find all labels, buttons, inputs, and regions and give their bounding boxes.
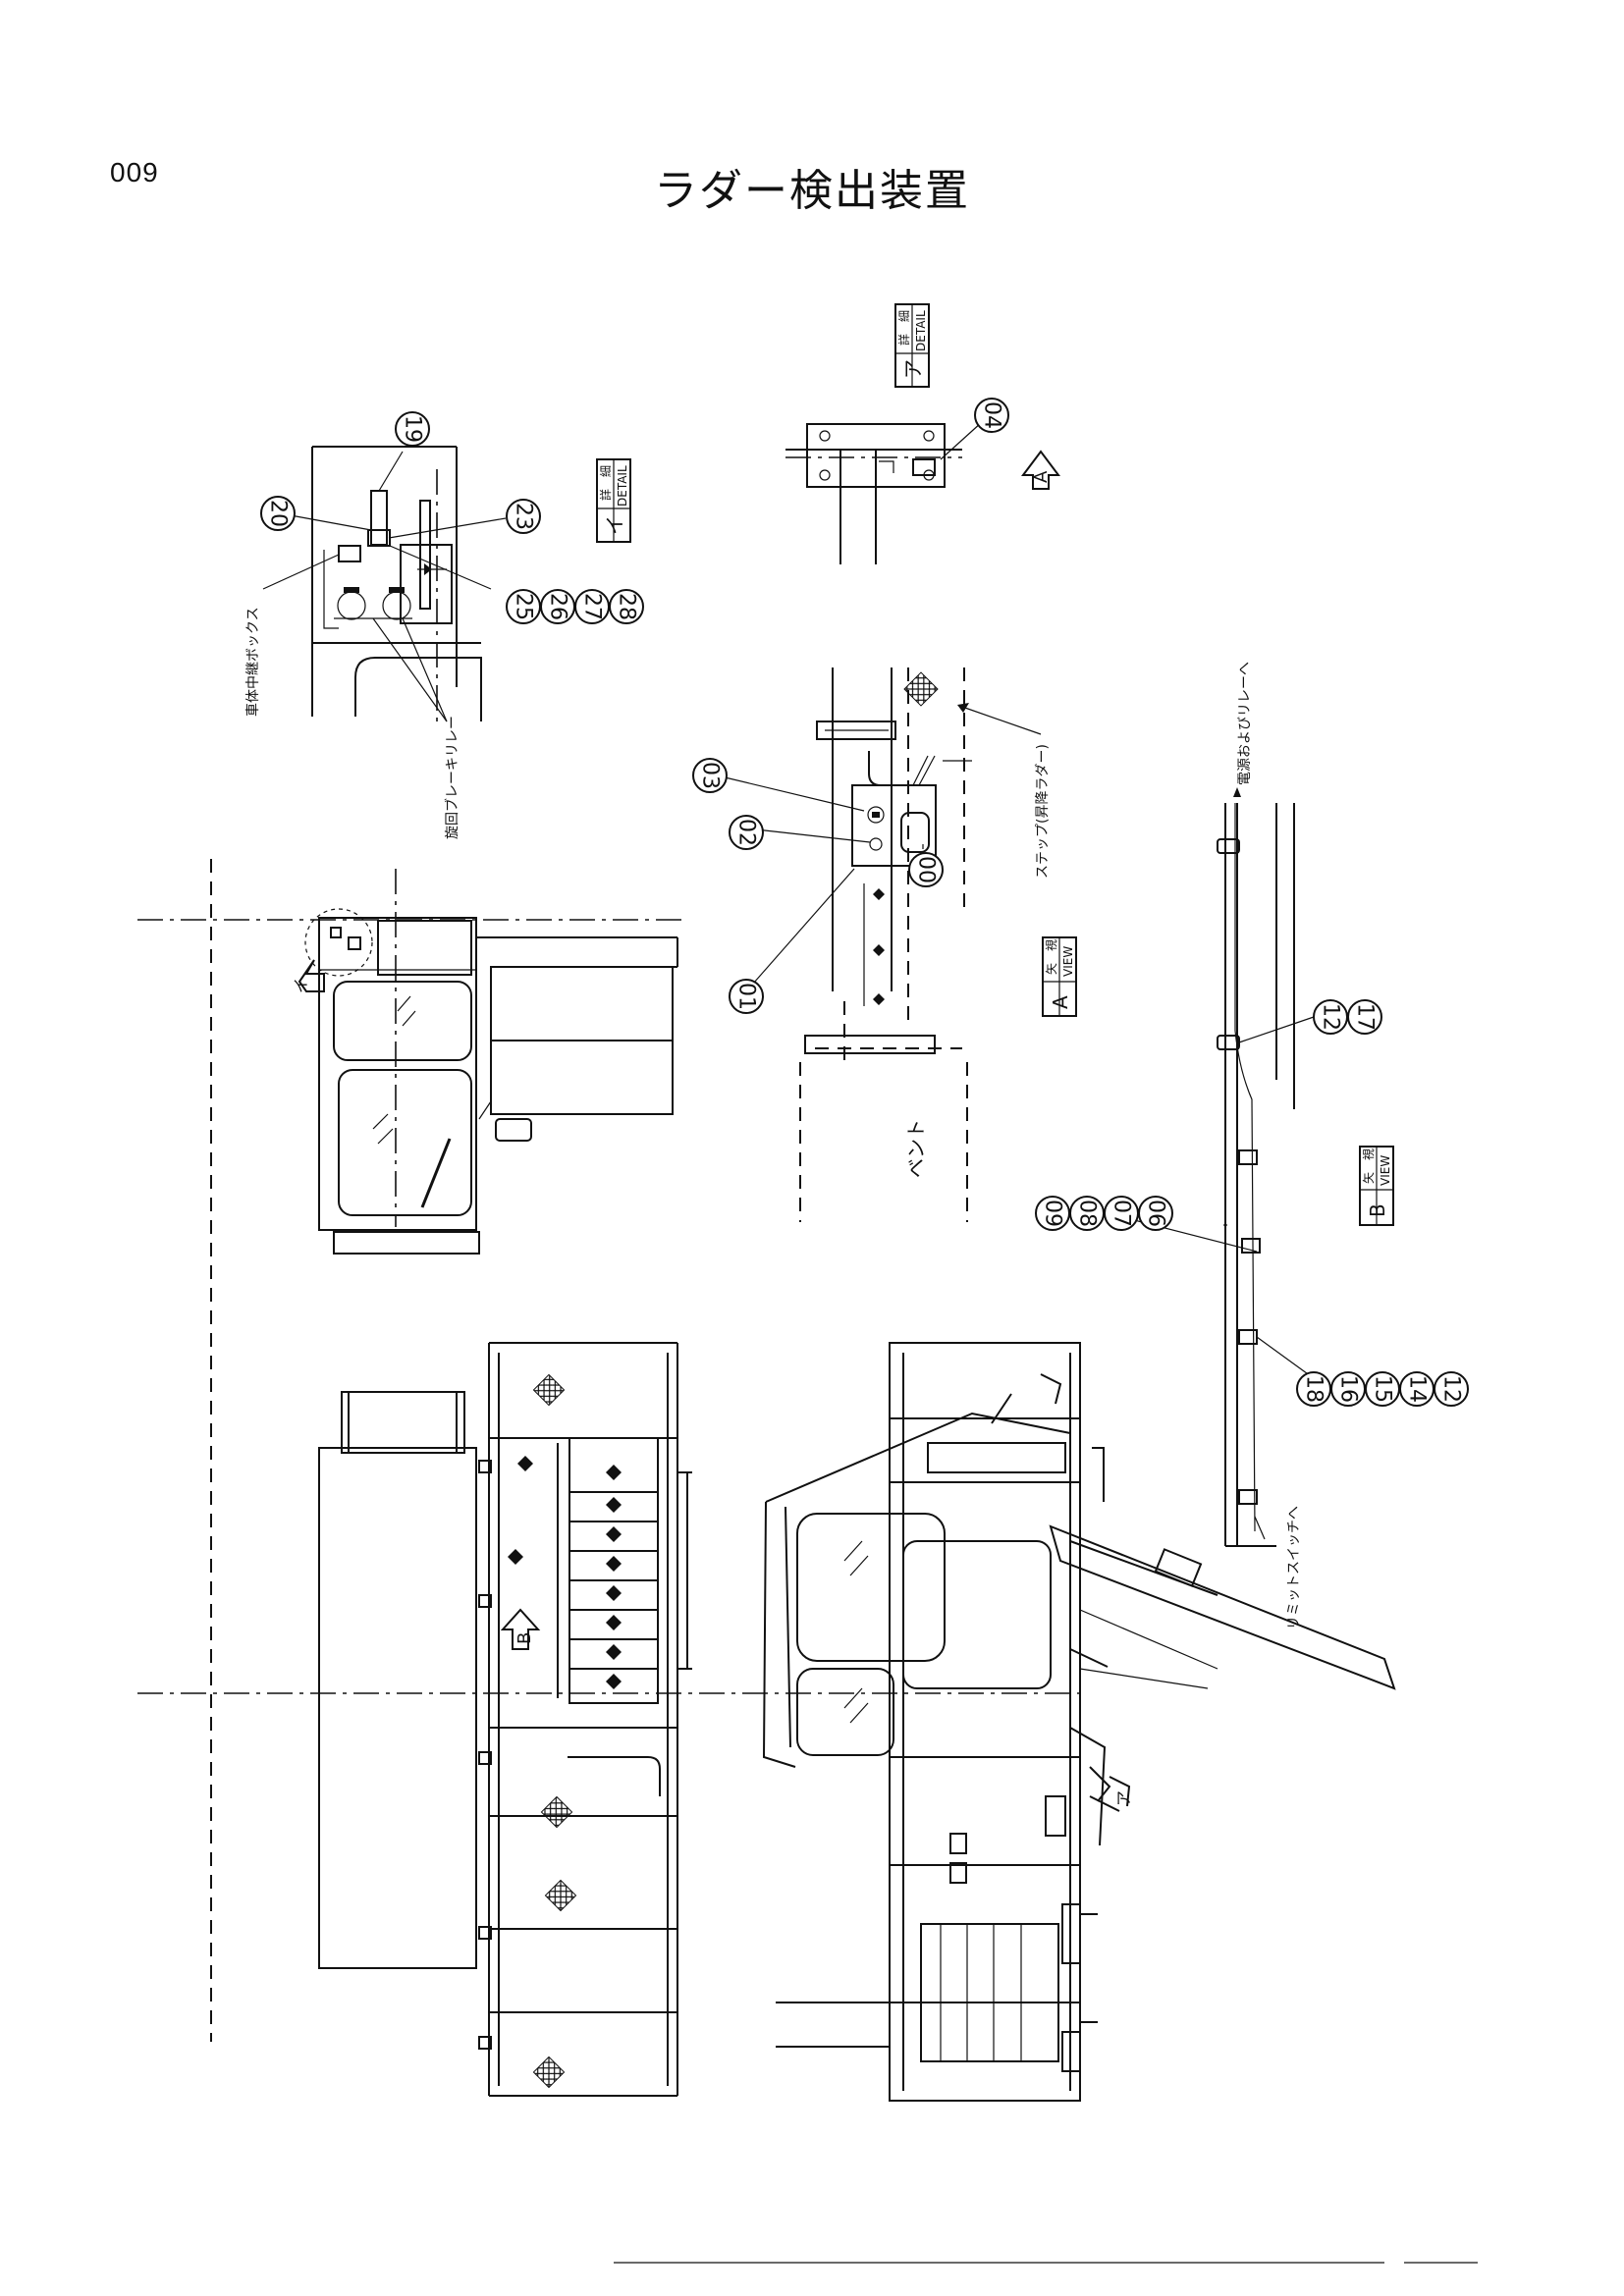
callout-14: 14 [1399, 1371, 1435, 1407]
callout-00: 00 [908, 852, 944, 887]
page-title: ラダー検出装置 [654, 166, 970, 216]
callout-26: 26 [540, 589, 575, 624]
svg-text:09: 09 [1041, 1200, 1065, 1227]
page-number: 009 [110, 157, 159, 187]
view-a-leaders [716, 774, 924, 992]
callout-06: 06 [1138, 1196, 1173, 1231]
svg-text:06: 06 [1144, 1200, 1168, 1227]
svg-text:23: 23 [512, 503, 536, 530]
svg-text:VIEW: VIEW [1379, 1155, 1392, 1186]
view-b-leaders [1107, 1016, 1315, 1377]
callout-15: 15 [1365, 1371, 1400, 1407]
junction-box-label: 車体中継ボックス [244, 607, 261, 717]
svg-text:DETAIL: DETAIL [914, 310, 928, 351]
callout-04: 04 [974, 398, 1009, 433]
svg-text:ステップ(昇降ラダー): ステップ(昇降ラダー) [1035, 744, 1051, 879]
svg-text:14: 14 [1405, 1375, 1430, 1403]
callout-18: 18 [1296, 1371, 1331, 1407]
callout-07: 07 [1104, 1196, 1139, 1231]
svg-text:08: 08 [1075, 1200, 1100, 1227]
callout-01: 01 [729, 979, 764, 1014]
arrow-i-label: イ [292, 978, 310, 993]
view-a-tag: 矢 視 VIEW A [1042, 936, 1077, 1017]
view-b-drawing [1217, 787, 1295, 1547]
svg-text:15: 15 [1371, 1375, 1395, 1403]
callout-23: 23 [506, 499, 541, 534]
svg-text:イ: イ [603, 515, 626, 535]
view-a-drawing [799, 667, 1042, 1222]
callout-08: 08 [1069, 1196, 1105, 1231]
callout-28: 28 [609, 589, 644, 624]
svg-text:20: 20 [266, 500, 291, 527]
detail-i-leaders [262, 451, 507, 722]
detail-a-leader [940, 421, 983, 460]
detail-a-tag: 詳 細 DETAIL ア [894, 303, 930, 388]
svg-text:VIEW: VIEW [1061, 946, 1075, 977]
brake-relay-label: 旋回ブレーキリレー [444, 716, 460, 839]
svg-text:矢 視: 矢 視 [1361, 1148, 1376, 1184]
detail-a-drawing [785, 423, 1060, 564]
detail-i-drawing [311, 446, 482, 726]
svg-text:12: 12 [1439, 1375, 1464, 1403]
svg-text:電源およびリレーへ: 電源およびリレーへ [1237, 662, 1253, 785]
svg-text:00: 00 [914, 856, 939, 883]
callout-25: 25 [506, 589, 541, 624]
callout-17: 17 [1347, 999, 1382, 1035]
svg-text:車体中継ボックス: 車体中継ボックス [244, 607, 261, 717]
svg-text:19: 19 [401, 415, 425, 443]
detail-i-tag: 詳 細 DETAIL イ [596, 458, 631, 543]
callout-19: 19 [395, 411, 430, 447]
walkway-drawing: B [318, 1342, 692, 2097]
svg-text:詳 細: 詳 細 [896, 310, 911, 346]
view-b-tag: 矢 視 VIEW B [1359, 1146, 1394, 1226]
callout-16: 16 [1330, 1371, 1366, 1407]
svg-text:16: 16 [1336, 1375, 1361, 1403]
svg-text:17: 17 [1353, 1003, 1378, 1031]
svg-text:旋回ブレーキリレー: 旋回ブレーキリレー [444, 716, 460, 839]
limit-switch-label: リミットスイッチへ [1286, 1506, 1302, 1629]
power-relay-label: 電源およびリレーへ [1237, 662, 1253, 785]
svg-text:リミットスイッチへ: リミットスイッチへ [1286, 1506, 1302, 1629]
vent-label: ベント [904, 1119, 928, 1178]
svg-text:ア: ア [901, 359, 925, 379]
machine-side-drawing: ア [762, 1342, 1396, 2102]
svg-text:A: A [1049, 995, 1072, 1009]
svg-text:01: 01 [734, 983, 759, 1010]
svg-text:03: 03 [698, 762, 723, 789]
callout-12-lower: 12 [1434, 1371, 1469, 1407]
callout-27: 27 [574, 589, 610, 624]
svg-text:07: 07 [1110, 1200, 1134, 1227]
svg-text:04: 04 [980, 401, 1004, 429]
arrow-a-side-label: ア [1114, 1790, 1133, 1806]
svg-text:26: 26 [546, 593, 570, 620]
svg-text:詳 細: 詳 細 [598, 465, 613, 501]
svg-text:27: 27 [580, 593, 605, 620]
svg-text:02: 02 [734, 819, 759, 846]
svg-text:28: 28 [615, 593, 639, 620]
svg-text:18: 18 [1302, 1375, 1326, 1403]
svg-text:B: B [1366, 1203, 1389, 1217]
callout-02: 02 [729, 815, 764, 850]
callout-03: 03 [692, 758, 728, 793]
svg-text:12: 12 [1319, 1003, 1343, 1031]
svg-text:DETAIL: DETAIL [616, 465, 629, 507]
step-ladder-label: ステップ(昇降ラダー) [1035, 744, 1051, 879]
callout-09: 09 [1035, 1196, 1070, 1231]
svg-text:矢 視: 矢 視 [1044, 939, 1058, 975]
svg-text:25: 25 [512, 593, 536, 620]
callout-12-upper: 12 [1313, 999, 1348, 1035]
callout-20: 20 [260, 496, 296, 531]
cab-drawing: イ [137, 859, 1080, 2042]
arrow-a-detail-label: A [1031, 470, 1052, 483]
arrow-b-label: B [514, 1632, 535, 1644]
